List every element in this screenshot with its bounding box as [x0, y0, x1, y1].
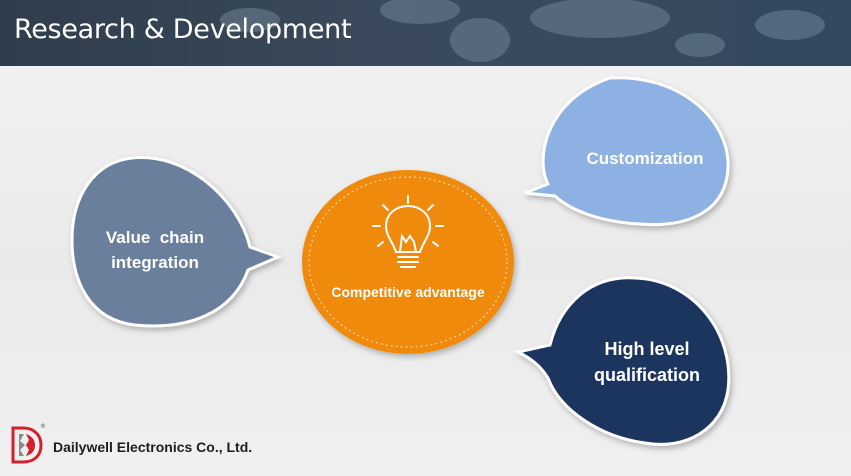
company-name: Dailywell Electronics Co., Ltd.: [53, 439, 253, 455]
value-chain-label: Value chain integration: [94, 225, 216, 275]
world-map-background: [220, 0, 825, 62]
customization-label: Customization: [586, 149, 704, 168]
value-chain-label-line1: Value chain: [105, 228, 205, 247]
page-title: Research & Development: [14, 14, 352, 45]
company-logo: ®: [11, 423, 46, 464]
high-level-label-line2: qualification: [593, 365, 700, 385]
high-level-label-line1: High level: [604, 339, 690, 359]
lightbulb-icon: [372, 195, 444, 268]
customization-bubble: [524, 76, 730, 227]
high-level-label: High level qualification: [572, 336, 722, 388]
footer: ® Dailywell Electronics Co., Ltd.: [8, 422, 308, 466]
page-header: Research & Development: [0, 0, 851, 66]
high-level-bubble: [513, 276, 731, 446]
registered-mark: ®: [40, 423, 46, 430]
center-circle-dashed-ring: [308, 176, 508, 348]
value-chain-bubble: [70, 155, 283, 328]
value-chain-label-line2: integration: [111, 253, 199, 272]
center-label: Competitive advantage: [331, 284, 485, 300]
